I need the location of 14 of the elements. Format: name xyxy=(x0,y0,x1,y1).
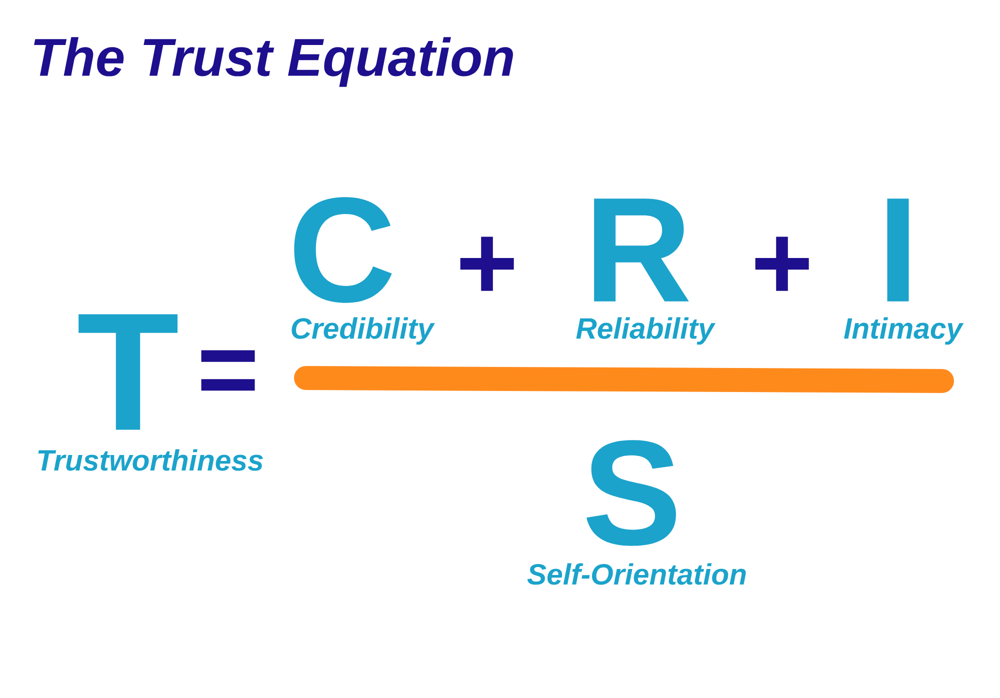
equation-letter: C xyxy=(294,197,392,303)
equation-letter: T xyxy=(78,314,178,430)
operator-sign: = xyxy=(201,350,255,391)
operator-sign: + xyxy=(460,236,514,291)
operator-sign: + xyxy=(755,236,809,291)
equation-letter: I xyxy=(887,198,909,302)
term-label: Trustworthiness xyxy=(38,449,263,471)
equation-letter: R xyxy=(594,198,689,302)
term-label: Self-Orientation xyxy=(527,563,746,585)
equation-letter: S xyxy=(586,440,676,546)
title: The Trust Equation xyxy=(34,37,513,87)
term-label: Credibility xyxy=(292,317,435,345)
term-label: Intimacy xyxy=(844,317,964,345)
term-label: Reliability xyxy=(576,317,716,345)
